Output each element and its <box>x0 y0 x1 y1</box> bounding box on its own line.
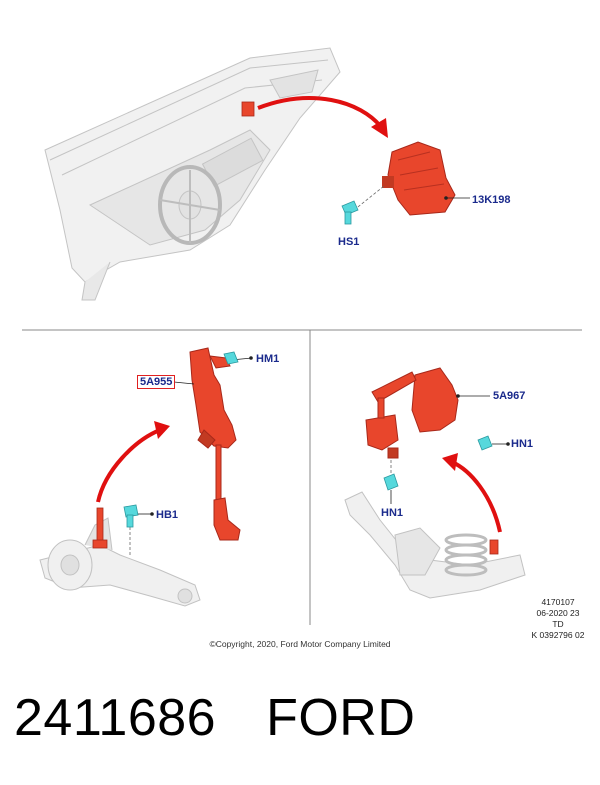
footer-caption: 2411686 FORD <box>14 688 415 748</box>
rear-link-small <box>489 539 499 555</box>
callout-5a967: 5A967 <box>493 390 526 402</box>
part-number: 2411686 <box>14 689 217 747</box>
callout-hb1: HB1 <box>156 509 179 521</box>
nut-hn1-bottom-fastener <box>383 473 399 491</box>
callout-5a955: 5A955 <box>137 375 176 389</box>
callout-hm1: HM1 <box>256 353 280 365</box>
callout-hn1-right: HN1 <box>511 438 534 450</box>
drawing-code-line-2: 06-2020 23 <box>536 608 580 618</box>
motor-13k198-part <box>382 141 456 216</box>
front-sensor-5a955-part <box>189 347 241 541</box>
motor-location-marker <box>241 101 255 117</box>
nut-hm1-fastener <box>223 351 239 365</box>
bolt-hb1-fastener <box>123 504 139 528</box>
rear-suspension-illustration <box>344 491 526 599</box>
callout-hs1: HS1 <box>338 236 360 248</box>
arrow-to-motor <box>257 96 384 130</box>
screw-hs1-fastener <box>341 200 359 225</box>
brand-name: FORD <box>266 689 416 747</box>
drawing-code-line-3: TD <box>552 619 564 629</box>
rear-coil-spring <box>444 533 488 577</box>
front-link-small <box>92 507 108 549</box>
callout-hn1-bottom: HN1 <box>381 507 404 519</box>
dashboard-illustration <box>44 47 341 301</box>
parts-diagram <box>22 47 582 625</box>
drawing-code-line-1: 4170107 <box>541 597 575 607</box>
arrow-to-front-sensor <box>96 428 161 503</box>
callout-13k198: 13K198 <box>472 194 511 206</box>
drawing-code-block: 4170107 06-2020 23 TD K 0392796 02 <box>522 597 594 641</box>
nut-hn1-right-fastener <box>477 435 493 451</box>
front-suspension-illustration <box>39 517 201 607</box>
arrow-to-rear-sensor <box>451 460 502 533</box>
drawing-code-line-4: K 0392796 02 <box>531 630 585 640</box>
copyright-notice: ©Copyright, 2020, Ford Motor Company Lim… <box>209 639 391 649</box>
rear-sensor-5a967-part <box>365 367 459 459</box>
